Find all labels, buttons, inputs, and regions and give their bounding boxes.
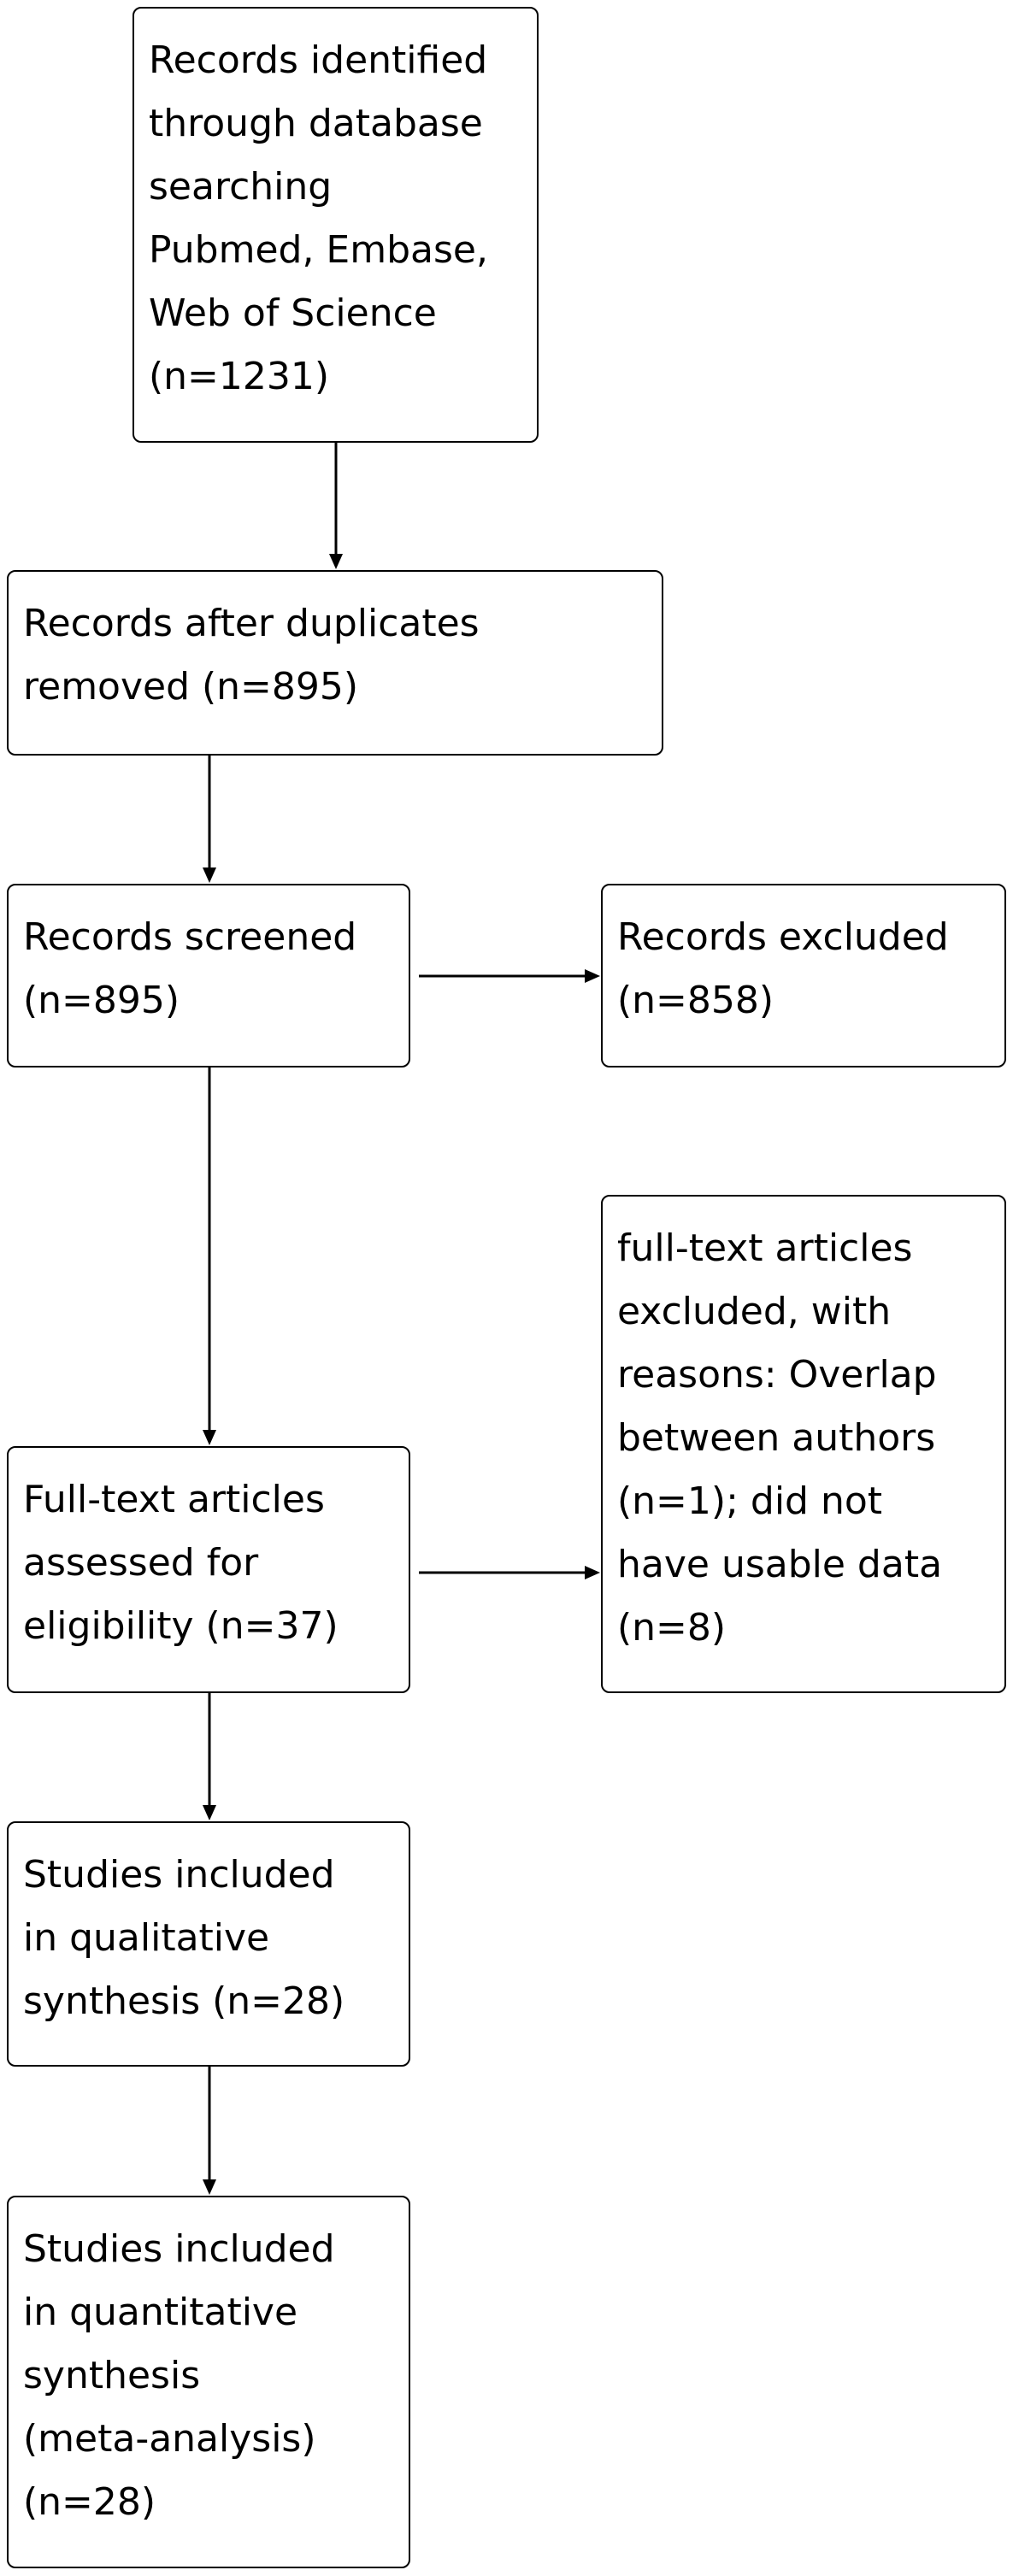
box-text-line: (n=1231) [149, 355, 330, 398]
box-text-line: synthesis [23, 2354, 201, 2397]
arrowhead-screened-to-fulltext [203, 1430, 216, 1445]
arrowhead-fulltext-to-excluded [585, 1566, 600, 1579]
box-text-line: (n=28) [23, 2480, 156, 2524]
box-text-line: in qualitative [23, 1916, 270, 1960]
box-text-line: between authors [617, 1416, 936, 1460]
box-text-line: Records identified [149, 38, 488, 82]
box-text-line: searching [149, 165, 333, 209]
records-screened-box: Records screened (n=895) [7, 884, 410, 1067]
box-text-line: (n=8) [617, 1606, 727, 1650]
fulltext-assessed-box: Full-text articles assessed for eligibil… [7, 1446, 410, 1693]
box-text-line: Records excluded [617, 915, 949, 959]
box-text-line: Pubmed, Embase, [149, 228, 488, 272]
box-text-line: in quantitative [23, 2291, 298, 2334]
box-text-line: assessed for [23, 1541, 259, 1585]
box-text-line: Full-text articles [23, 1478, 325, 1521]
box-text-line: (n=895) [23, 979, 180, 1022]
records-excluded-box: Records excluded (n=858) [601, 884, 1006, 1067]
box-text-line: have usable data [617, 1543, 943, 1586]
box-text-line: Records screened [23, 915, 357, 959]
arrowhead-fulltext-to-qualitative [203, 1805, 216, 1820]
records-after-duplicates-box: Records after duplicates removed (n=895) [7, 570, 663, 756]
box-text-line: reasons: Overlap [617, 1353, 937, 1397]
arrowhead-identified-to-duplicates [329, 554, 343, 569]
box-text-line: Studies included [23, 1853, 335, 1897]
box-text-line: Records after duplicates [23, 602, 480, 645]
box-text-line: (n=858) [617, 979, 774, 1022]
box-text-line: through database [149, 102, 483, 145]
box-text-line: eligibility (n=37) [23, 1604, 339, 1648]
arrowhead-screened-to-excluded [585, 969, 600, 983]
box-text-line: removed (n=895) [23, 665, 359, 709]
qualitative-synthesis-box: Studies included in qualitative synthesi… [7, 1821, 410, 2067]
box-text-line: excluded, with [617, 1290, 892, 1333]
box-text-line: synthesis (n=28) [23, 1979, 345, 2023]
box-text-line: Studies included [23, 2227, 335, 2271]
quantitative-synthesis-box: Studies included in quantitative synthes… [7, 2196, 410, 2568]
arrowhead-duplicates-to-screened [203, 867, 216, 883]
box-text-line: Web of Science [149, 291, 437, 335]
box-text-line: (meta-analysis) [23, 2417, 316, 2461]
box-text-line: full-text articles [617, 1226, 913, 1270]
box-text-line: (n=1); did not [617, 1479, 883, 1523]
records-identified-box: Records identified through database sear… [133, 7, 539, 443]
fulltext-excluded-box: full-text articles excluded, with reason… [601, 1195, 1006, 1693]
arrowhead-qualitative-to-quantitative [203, 2179, 216, 2195]
